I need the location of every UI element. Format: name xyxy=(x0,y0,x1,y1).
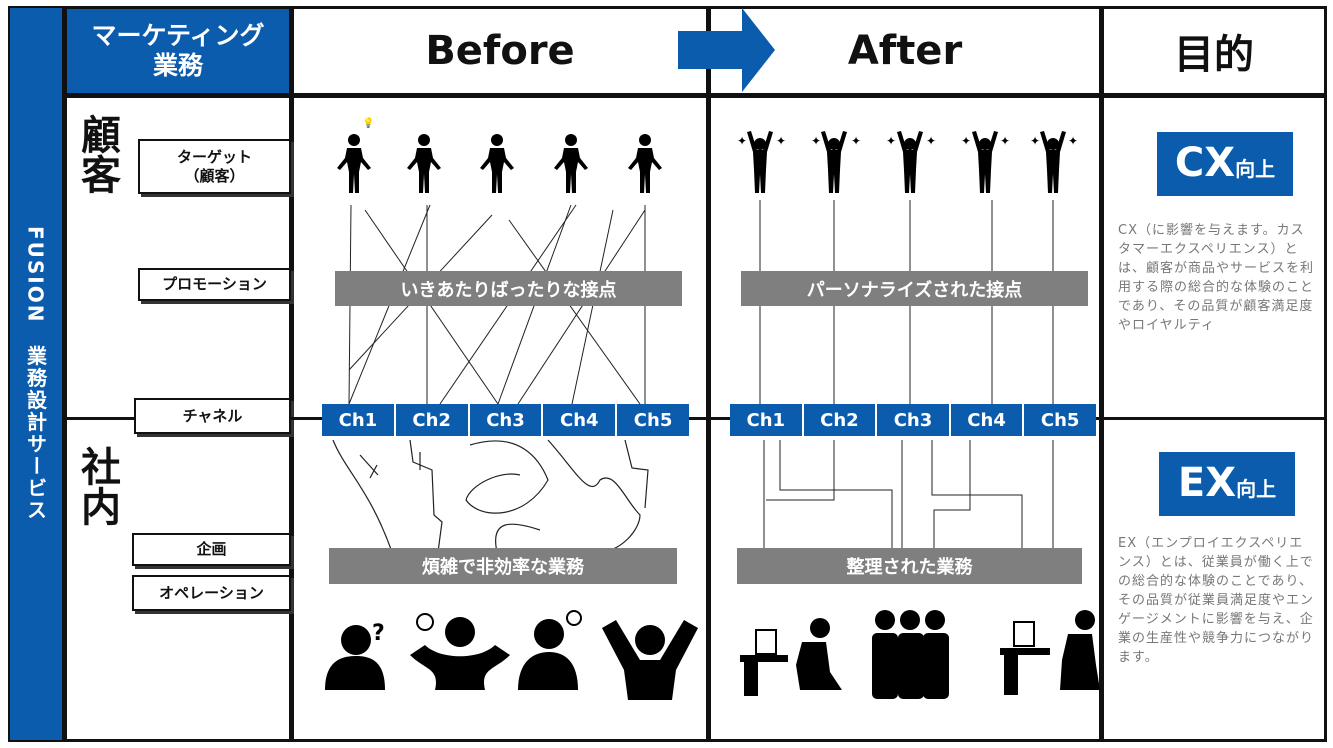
ex-description: EX（エンプロイエクスペリエンス）とは、従業員が働く上での総合的な体験のことであ… xyxy=(1118,536,1315,665)
cx-goal-box: CX 向上 xyxy=(1157,132,1293,196)
customer-section-label: 顧客 xyxy=(74,114,120,194)
after-channel-4: Ch4 xyxy=(950,404,1025,436)
before-channel-2: Ch2 xyxy=(395,404,470,436)
channel-label: チャネル xyxy=(134,398,291,434)
section-divider xyxy=(64,417,1327,420)
before-channel-1: Ch1 xyxy=(322,404,396,436)
cx-goal-main: CX xyxy=(1174,140,1236,186)
planning-label: 企画 xyxy=(132,533,291,566)
before-title: Before xyxy=(425,28,575,74)
before-header: Before xyxy=(291,6,709,96)
after-title: After xyxy=(847,28,963,74)
ex-goal-main: EX xyxy=(1177,460,1237,506)
after-channel-5: Ch5 xyxy=(1024,404,1096,436)
internal-section-label: 社内 xyxy=(74,446,120,526)
after-channel-2: Ch2 xyxy=(803,404,878,436)
before-channel-bar: Ch1 Ch2 Ch3 Ch4 Ch5 xyxy=(322,404,689,436)
after-channel-bar: Ch1 Ch2 Ch3 Ch4 Ch5 xyxy=(730,404,1096,436)
before-channel-4: Ch4 xyxy=(543,404,618,436)
sidebar-title: FUSION 業務設計サービス xyxy=(23,226,48,522)
purpose-title: 目的 xyxy=(1174,32,1254,78)
before-touchpoint-bar: いきあたりばったりな接点 xyxy=(335,271,682,306)
after-work-bar: 整理された業務 xyxy=(737,548,1082,584)
ex-goal-sub: 向上 xyxy=(1236,477,1277,501)
target-label: ターゲット （顧客） xyxy=(138,139,291,194)
ex-goal-box: EX 向上 xyxy=(1159,452,1295,516)
marketing-header: マーケティング 業務 xyxy=(64,6,292,96)
sidebar xyxy=(8,6,64,742)
before-work-bar: 煩雑で非効率な業務 xyxy=(329,548,677,584)
after-touchpoint-bar: パーソナライズされた接点 xyxy=(741,271,1088,306)
after-channel-1: Ch1 xyxy=(730,404,804,436)
cx-description: CX（に影響を与えます。カスタマーエクスペリエンス）とは、顧客が商品やサービスを… xyxy=(1118,223,1315,333)
promotion-label: プロモーション xyxy=(138,268,291,301)
before-channel-5: Ch5 xyxy=(617,404,689,436)
cx-goal-sub: 向上 xyxy=(1235,157,1276,181)
after-channel-3: Ch3 xyxy=(877,404,951,436)
before-channel-3: Ch3 xyxy=(469,404,544,436)
operation-label: オペレーション xyxy=(132,575,291,611)
after-header: After xyxy=(708,6,1102,96)
purpose-header: 目的 xyxy=(1101,6,1327,96)
channel-line-left xyxy=(291,417,326,420)
